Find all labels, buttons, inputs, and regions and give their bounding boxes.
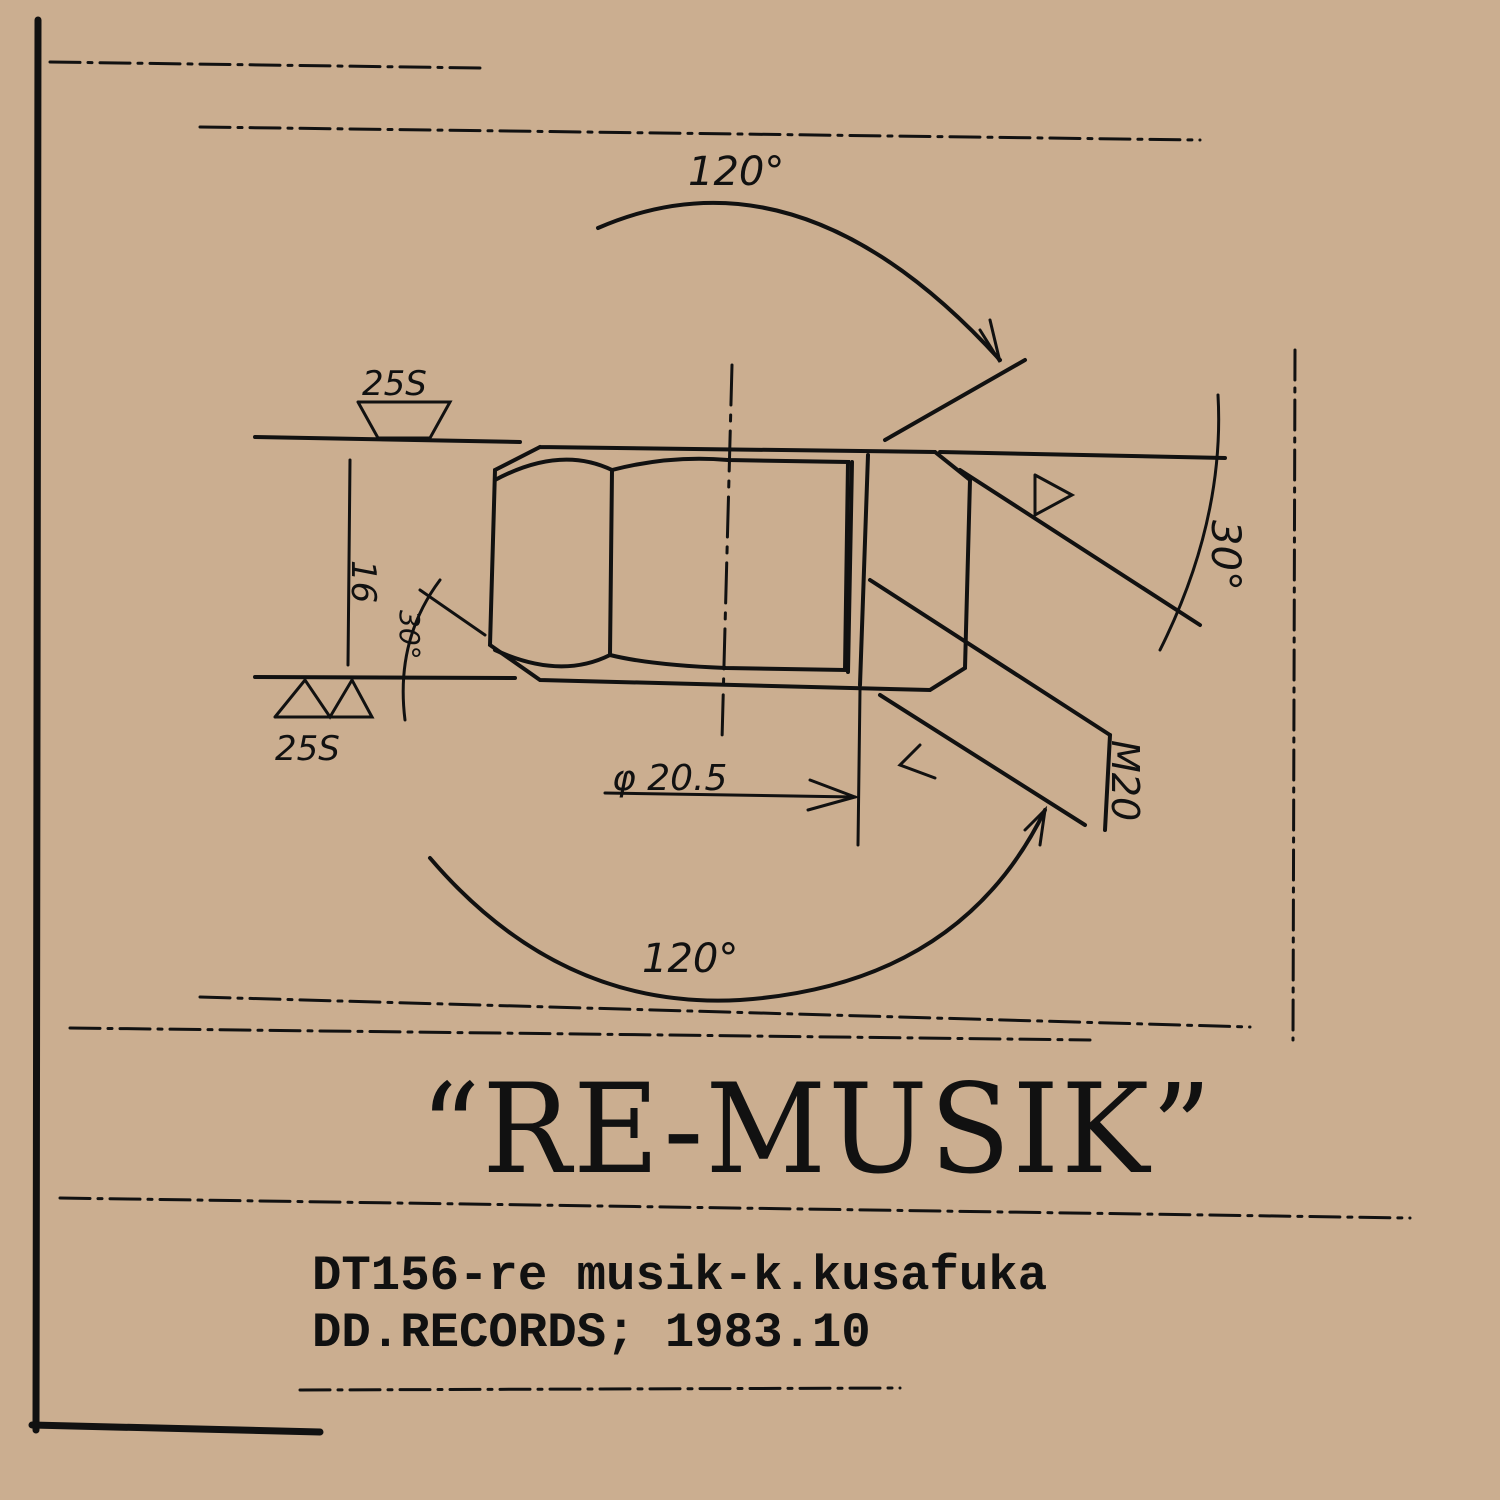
thread-leader-lower (878, 693, 1087, 827)
surface-finish-symbol-lower (897, 743, 937, 780)
label-angle-bottom: 120° (642, 936, 738, 982)
angle-arc-right (1158, 393, 1221, 652)
frame-left-border (32, 16, 42, 1434)
album-title: “RE-MUSIK” (420, 1056, 1214, 1202)
arrowhead (1023, 805, 1048, 847)
thread-leader (868, 578, 1112, 737)
angle-arc-bottom (428, 808, 1047, 1003)
surface-finish-symbol-right (1033, 473, 1076, 518)
thread-leader-tail (1103, 733, 1112, 832)
thread-leader-upper (958, 468, 1202, 627)
catalog-line: DT156-re musik-k.kusafuka (312, 1248, 1048, 1304)
angle-arc-left (401, 578, 442, 722)
surface-finish-symbol-top (356, 400, 453, 440)
height-dim-line (346, 458, 352, 667)
surface-finish-symbol-bottom (273, 676, 375, 720)
label-angle-right: 30° (1202, 520, 1248, 591)
arrowhead (806, 778, 860, 812)
label-angle-top: 120° (688, 149, 784, 195)
label-angle-left: 30° (393, 610, 426, 660)
angle-leader-left (418, 588, 487, 637)
label-date-line: DD.RECORDS; 1983.10 (312, 1305, 871, 1361)
dashed-rules (48, 60, 1412, 1392)
label-finish-bottom: 25S (275, 729, 340, 769)
label-diameter: φ 20.5 (612, 758, 727, 799)
extension-line-right (938, 450, 1227, 460)
hex-nut-outline (487, 445, 973, 693)
frame-bottom-border (28, 1421, 324, 1436)
diameter-dim-line (603, 791, 857, 799)
diameter-extension (856, 688, 862, 847)
label-finish-top: 25S (362, 364, 427, 404)
arrowhead (978, 318, 1002, 363)
center-line (720, 363, 734, 742)
extension-line-bottom (253, 675, 517, 680)
label-height: 16 (343, 560, 383, 603)
label-thread: M20 (1103, 740, 1147, 821)
chamfer-line (883, 358, 1027, 442)
angle-arc-top (596, 200, 1002, 362)
